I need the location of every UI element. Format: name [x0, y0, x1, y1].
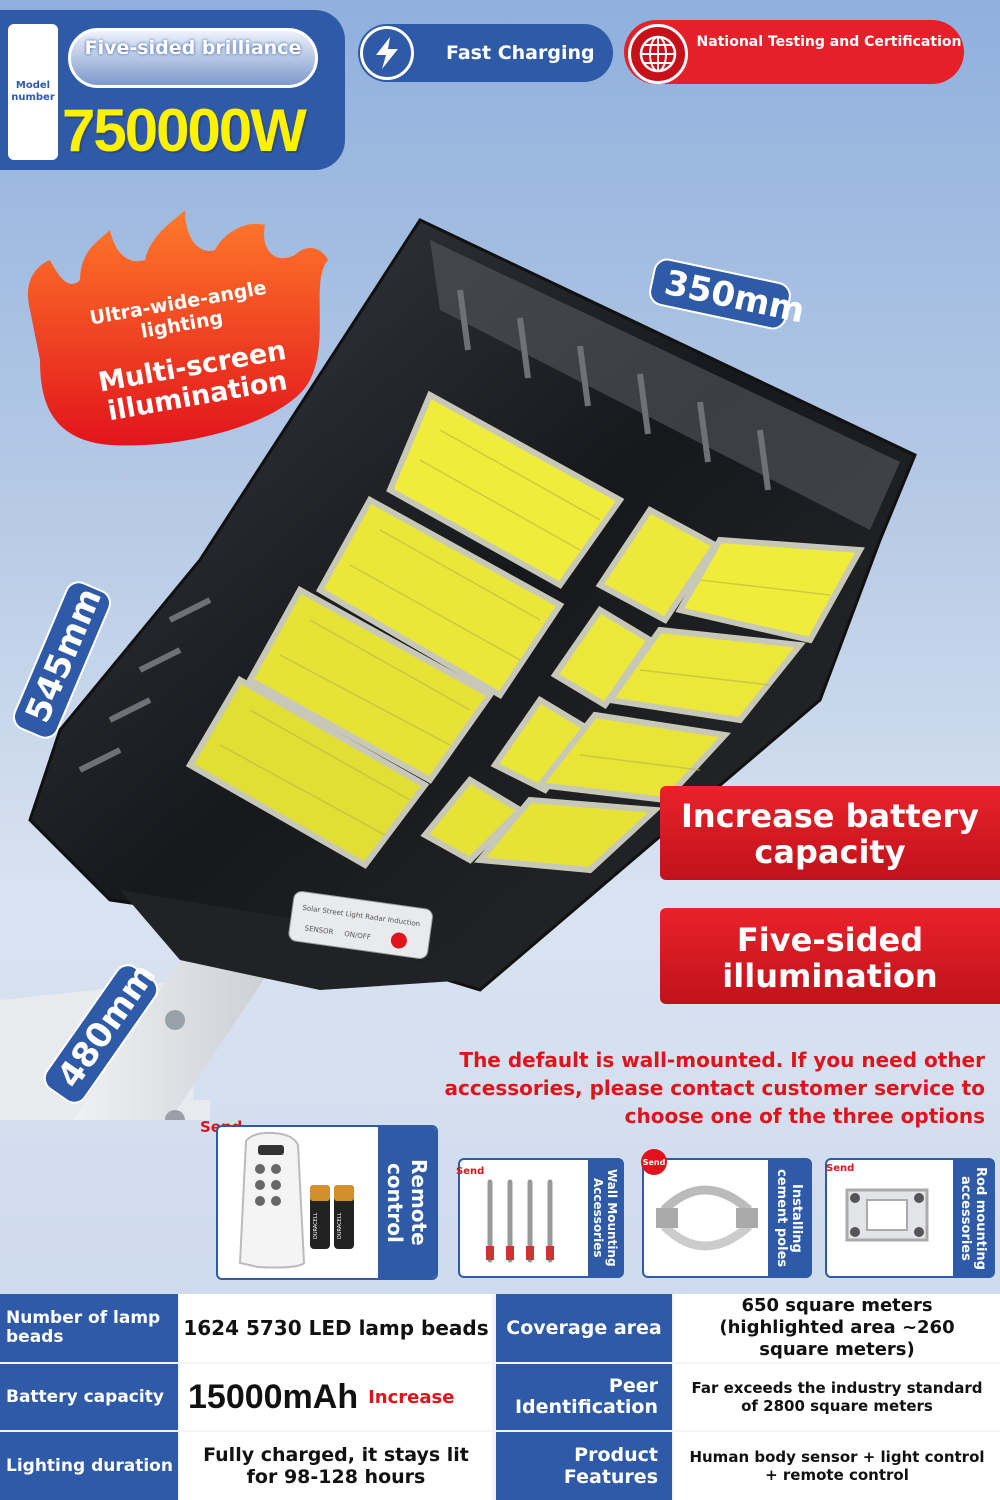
lightning-bolt-icon: [360, 26, 414, 80]
five-sided-illumination-banner: Five-sided illumination: [660, 908, 1000, 1004]
onoff-label: ON/OFF: [344, 930, 372, 942]
wattage-title: 750000W: [62, 97, 307, 164]
increase-tag: Increase: [368, 1386, 455, 1408]
sensor-label: SENSOR: [304, 924, 334, 936]
spec-value-peer: Far exceeds the industry standard of 280…: [674, 1364, 1000, 1430]
flame-badge: [27, 210, 329, 446]
spec-value-battery-cell: 15000mAh Increase: [180, 1364, 492, 1430]
spec-value-duration: Fully charged, it stays lit for 98-128 h…: [180, 1432, 492, 1500]
pole-clamp-icon: [656, 1185, 758, 1251]
spec-label-coverage: Coverage area: [496, 1294, 672, 1362]
remote-control-label: Remote control: [378, 1127, 436, 1278]
send-tag-rod: Send: [826, 1163, 855, 1174]
spec-table: Number of lamp beads 1624 5730 LED lamp …: [0, 1294, 1000, 1500]
five-sided-brilliance-pill: Five-sided brilliance: [68, 28, 318, 88]
wall-mounting-label: Wall Mounting Accessories: [588, 1160, 622, 1276]
battery-brand-2: DURACELL: [337, 1212, 343, 1239]
spec-value-battery: 15000mAh: [188, 1377, 359, 1416]
spec-value-coverage: 650 square meters (highlighted area ~260…: [674, 1294, 1000, 1362]
rod-bracket-icon: [845, 1188, 929, 1242]
globe-icon: [628, 24, 688, 84]
spec-label-beads: Number of lamp beads: [0, 1294, 178, 1362]
battery-brand-1: DURACELL: [313, 1212, 319, 1239]
send-badge-cement: Send: [641, 1149, 667, 1175]
spec-value-features: Human body sensor + light control + remo…: [674, 1432, 1000, 1500]
model-number-label: Model number: [8, 24, 58, 160]
spec-label-features: Product Features: [496, 1432, 672, 1500]
spec-label-peer: Peer Identification: [496, 1364, 672, 1430]
spec-label-duration: Lighting duration: [0, 1432, 178, 1500]
installing-cement-poles-label: Installing cement poles: [768, 1160, 810, 1276]
rod-mounting-label: Rod mounting accessories: [953, 1160, 993, 1276]
expansion-bolts-icon: [486, 1179, 554, 1263]
send-tag-wall: Send: [456, 1166, 485, 1177]
spec-label-battery: Battery capacity: [0, 1364, 178, 1430]
remote-control-icon: DURACELL DURACELL: [238, 1131, 354, 1269]
default-mount-note: The default is wall-mounted. If you need…: [444, 1048, 985, 1128]
increase-battery-banner: Increase battery capacity: [660, 786, 1000, 880]
spec-value-beads: 1624 5730 LED lamp beads: [180, 1294, 492, 1362]
